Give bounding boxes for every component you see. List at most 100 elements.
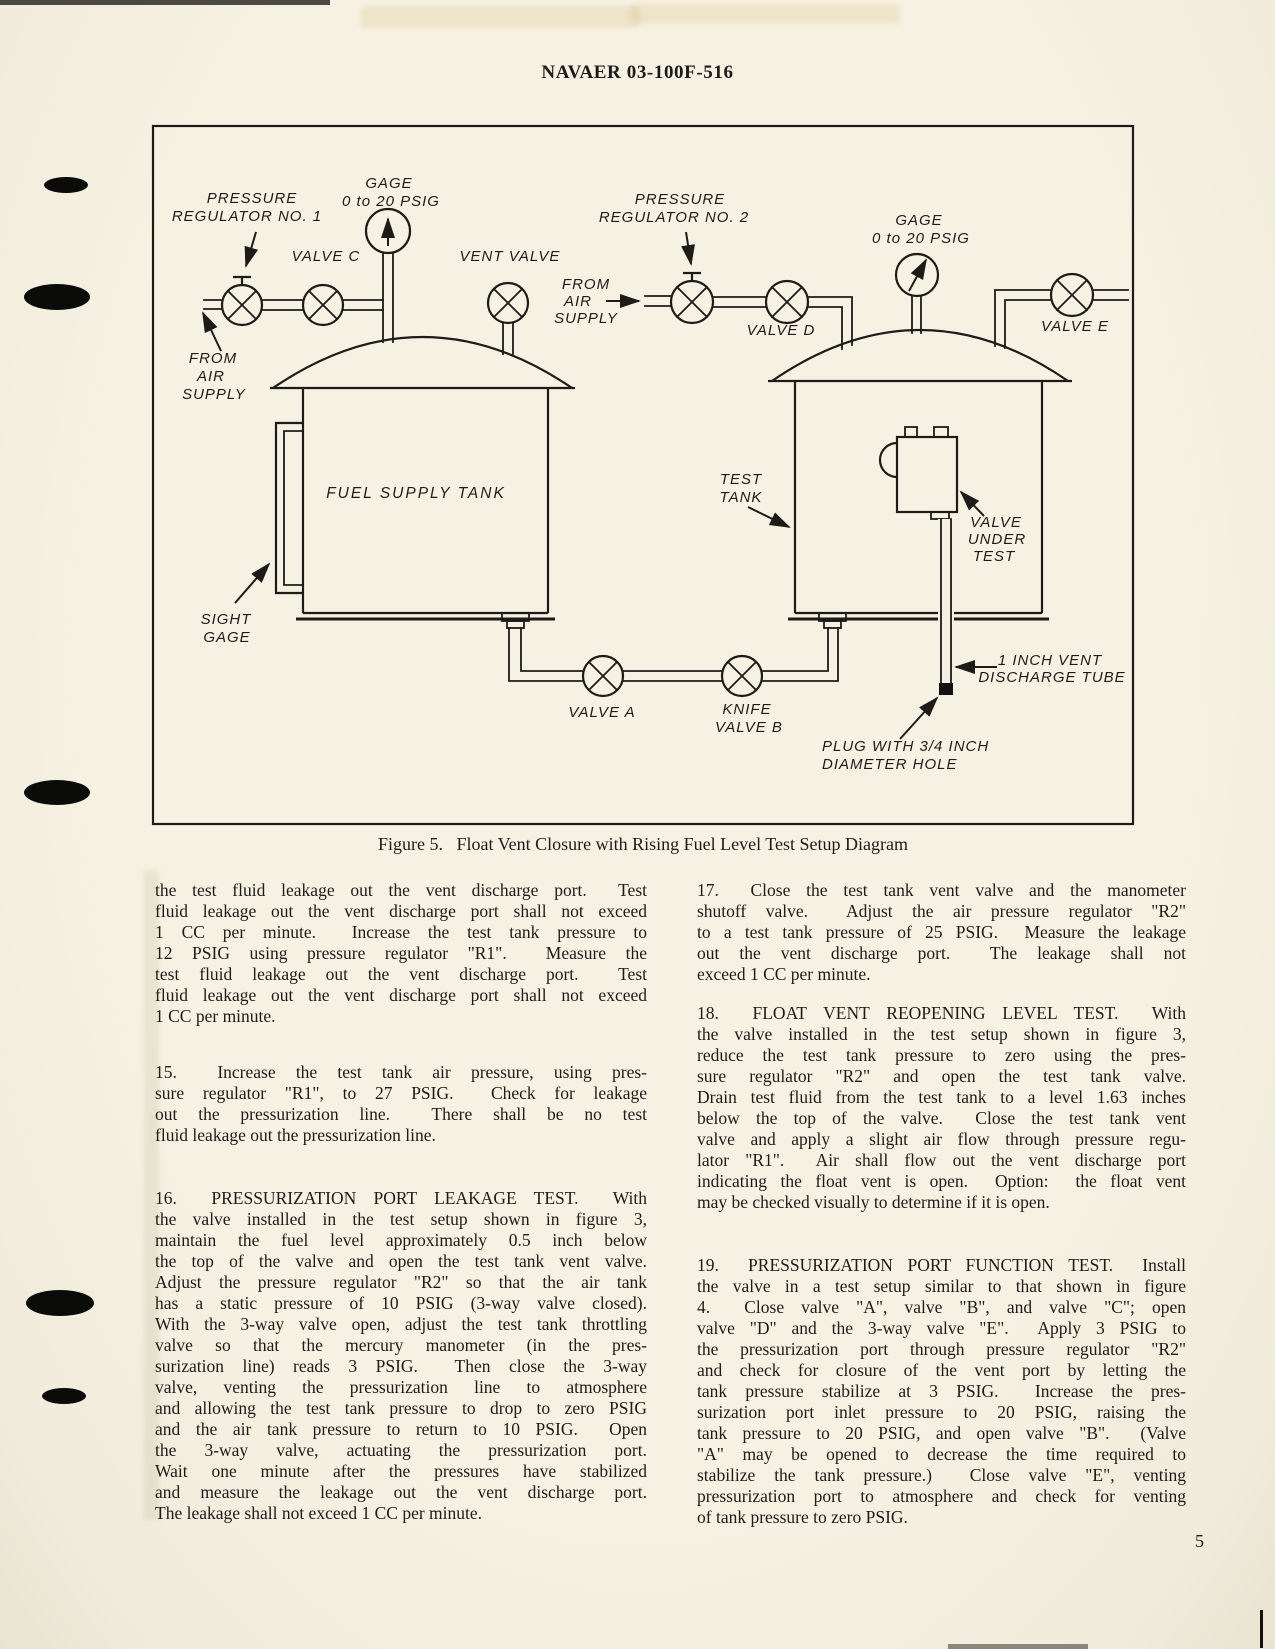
text-line: lator "R1". Air shall flow out the vent … <box>697 1150 1186 1170</box>
plug-callout-arrow <box>899 696 939 740</box>
text-line: exceed 1 CC per minute. <box>697 964 871 984</box>
text-line: and allowing the test tank pressure to d… <box>155 1398 647 1418</box>
valve-under-test-label: VALVE <box>970 514 1022 531</box>
figure-caption: Figure 5. Float Vent Closure with Rising… <box>377 834 909 854</box>
sight-gage-label: SIGHT <box>201 611 253 628</box>
pressure-regulator-1-symbol <box>220 275 264 327</box>
text-line: reduce the test tank pressure to zero us… <box>697 1045 1186 1065</box>
binder-hole-dot <box>26 1290 94 1316</box>
fuel-supply-tank-label: FUEL SUPPLY TANK <box>326 485 506 502</box>
scan-edge-artifact-top <box>0 0 330 5</box>
air-supply-right-label: FROM <box>562 276 610 293</box>
text-line: to a test tank pressure of 25 PSIG. Meas… <box>697 922 1186 942</box>
gage-2-symbol <box>894 252 940 298</box>
discharge-tube-label: DISCHARGE TUBE <box>978 669 1125 686</box>
right-air-supply-piping <box>644 289 1129 350</box>
text-line: indicating the float vent is open. Optio… <box>697 1171 1186 1191</box>
binder-hole-dot <box>24 284 90 310</box>
vent-discharge-tube-symbol <box>938 518 954 695</box>
text-line: the test fluid leakage out the vent disc… <box>155 880 647 900</box>
air-supply-right-label: AIR <box>563 293 592 310</box>
text-line: tank pressure to 20 PSIG, and open valve… <box>697 1423 1186 1443</box>
left-text-column: the test fluid leakage out the vent disc… <box>155 880 647 1524</box>
regulator2-label: REGULATOR NO. 2 <box>599 209 749 226</box>
valve-c-symbol <box>301 283 345 327</box>
test-tank-label: TEST <box>720 471 763 488</box>
air-supply-left-label: AIR <box>196 368 225 385</box>
text-line: 19. PRESSURIZATION PORT FUNCTION TEST. I… <box>697 1255 1186 1275</box>
regulator1-label: REGULATOR NO. 1 <box>172 208 322 225</box>
valve-c-label: VALVE C <box>292 248 361 265</box>
valve-under-test-label: TEST <box>973 548 1016 565</box>
text-line: Drain test fluid from the test tank to a… <box>697 1087 1186 1107</box>
air-supply-left-label: SUPPLY <box>182 386 246 403</box>
text-line: the 3-way valve, actuating the pressuriz… <box>155 1440 647 1460</box>
pressure-regulator-2-symbol <box>669 271 715 325</box>
text-line: 18. FLOAT VENT REOPENING LEVEL TEST. Wit… <box>697 1003 1186 1023</box>
text-line: the valve in a test setup similar to tha… <box>697 1276 1186 1296</box>
right-text-column: 17. Close the test tank vent valve and t… <box>697 880 1186 1528</box>
text-line: 12 PSIG using pressure regulator "R1". M… <box>155 943 647 963</box>
fuel-supply-tank <box>270 336 575 621</box>
knife-valve-b-label: VALVE B <box>715 719 783 736</box>
text-line: the valve installed in the test setup sh… <box>697 1024 1186 1044</box>
gage-1-symbol <box>364 207 412 255</box>
valve-under-test-label: UNDER <box>968 531 1026 548</box>
vent-valve-symbol <box>486 281 530 325</box>
text-line: fluid leakage out the vent discharge por… <box>155 985 647 1005</box>
knife-valve-b-label: KNIFE <box>722 701 771 718</box>
left-air-supply-piping <box>203 252 514 355</box>
text-line: tank pressure stabilize at 3 PSIG. Incre… <box>697 1381 1186 1401</box>
valve-a-symbol <box>581 654 625 698</box>
air-supply-right-label: SUPPLY <box>554 310 618 327</box>
paragraph-19: 19. PRESSURIZATION PORT FUNCTION TEST. I… <box>697 1255 1186 1528</box>
text-line: sure regulator "R2" and open the test ta… <box>697 1066 1186 1086</box>
scan-edge-artifact-right <box>1260 1610 1263 1648</box>
text-line: may be checked visually to determine if … <box>697 1192 1050 1212</box>
text-line: valve "D" and the 3-way valve "E". Apply… <box>697 1318 1186 1338</box>
text-line: and measure the leakage out the vent dis… <box>155 1482 647 1502</box>
knife-valve-b-symbol <box>720 654 764 698</box>
gage1-label: 0 to 20 PSIG <box>342 193 440 210</box>
figure-border <box>151 124 1135 826</box>
text-line: The leakage shall not exceed 1 CC per mi… <box>155 1503 483 1523</box>
valve-d-symbol <box>764 279 810 325</box>
text-line: shutoff valve. Adjust the air pressure r… <box>697 901 1186 921</box>
bleed-through-smudge <box>360 6 640 28</box>
text-line: Wait one minute after the pressures have… <box>155 1461 647 1481</box>
text-line: and the air tank pressure to return to 1… <box>155 1419 647 1439</box>
text-line: out the vent discharge port. The leakage… <box>697 943 1186 963</box>
sight-gage-label: GAGE <box>203 629 250 646</box>
text-line: sure regulator "R1", to 27 PSIG. Check f… <box>155 1083 647 1103</box>
air-supply-left-label: FROM <box>189 350 237 367</box>
text-line: 1 CC per minute. Increase the test tank … <box>155 922 647 942</box>
paragraph-16: 16. PRESSURIZATION PORT LEAKAGE TEST. Wi… <box>155 1188 647 1524</box>
text-line: test fluid leakage out the vent discharg… <box>155 964 647 984</box>
text-line: 17. Close the test tank vent valve and t… <box>697 880 1186 900</box>
valve-e-symbol <box>1049 272 1095 318</box>
text-line: 16. PRESSURIZATION PORT LEAKAGE TEST. Wi… <box>155 1188 647 1208</box>
test-tank-callout-arrow <box>747 506 791 528</box>
regulator2-callout-arrow <box>681 231 695 266</box>
paragraph-15: 15. Increase the test tank air pressure,… <box>155 1062 647 1146</box>
text-line: fluid leakage out the vent discharge por… <box>155 901 647 921</box>
text-line: stabilize the tank pressure.) Close valv… <box>697 1465 1186 1485</box>
text-line: valve, venting the pressurization line t… <box>155 1377 647 1397</box>
regulator1-callout-arrow <box>244 231 259 268</box>
text-line: has a static pressure of 10 PSIG (3-way … <box>155 1293 647 1313</box>
text-line: the top of the valve and open the test t… <box>155 1251 647 1271</box>
valve-under-test-callout-arrow <box>959 490 985 517</box>
plug-label: PLUG WITH 3/4 INCH <box>822 738 989 755</box>
sight-gage-callout-arrow <box>234 562 271 604</box>
text-line: valve and apply a slight air flow throug… <box>697 1129 1186 1149</box>
text-line: out the pressurization line. There shall… <box>155 1104 647 1124</box>
valve-a-label: VALVE A <box>568 704 635 721</box>
binder-hole-dot <box>44 177 88 193</box>
test-tank <box>768 329 1072 621</box>
text-line: Adjust the pressure regulator "R2" so th… <box>155 1272 647 1292</box>
sight-gage-symbol <box>274 421 304 595</box>
gage2-label: GAGE <box>895 212 942 229</box>
scan-edge-artifact-bottom <box>948 1644 1088 1649</box>
